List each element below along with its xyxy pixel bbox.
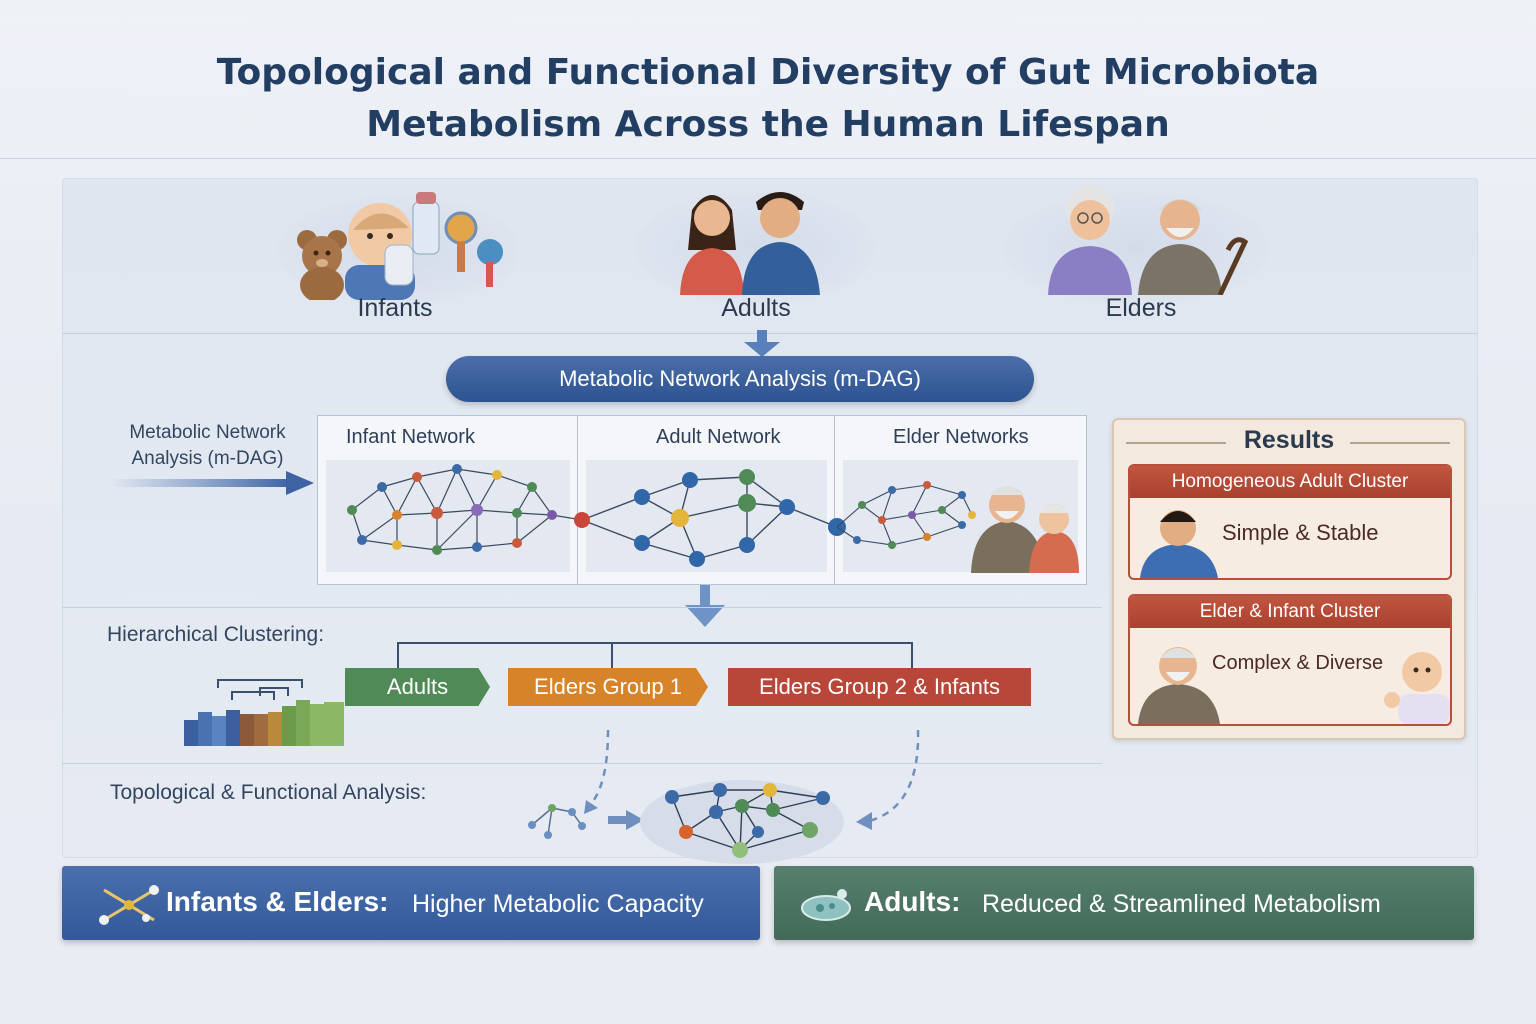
elder-couple-icon (971, 486, 1079, 573)
conclusion-right-bold: Adults: (864, 886, 961, 917)
group-label-elders: Elders (1105, 294, 1177, 322)
elder-network-title: Elder Networks (893, 426, 1029, 448)
bar-cluster-icon (184, 700, 344, 746)
results-title: Results (1243, 426, 1335, 454)
row-divider-1 (62, 333, 1478, 334)
cluster2-header: Elder & Infant Cluster (1130, 596, 1450, 628)
down-arrow-2-icon (685, 585, 725, 627)
cluster1-text: Simple & Stable (1222, 520, 1379, 545)
elder-network-nodes (853, 481, 976, 549)
network-link-icon (99, 885, 159, 925)
cluster-tag-adults: Adults (345, 668, 490, 706)
conclusion-left-bold: Infants & Elders: (166, 886, 389, 917)
cluster-tag-elders-group-1: Elders Group 1 (508, 668, 708, 706)
dendrogram (184, 642, 913, 746)
conclusion-left: Infants & Elders: Higher Metabolic Capac… (62, 866, 760, 940)
title-line-1: Topological and Functional Diversity of … (216, 52, 1320, 93)
title-divider (0, 158, 1536, 159)
analysis-pill: Metabolic Network Analysis (m-DAG) (446, 356, 1034, 402)
bottle-icon (412, 192, 440, 255)
teddy-bear-icon (297, 230, 347, 300)
title-line-2: Metabolism Across the Human Lifespan (366, 104, 1170, 145)
infant-network-title: Infant Network (346, 426, 475, 448)
cluster1-card: Homogeneous Adult Cluster Simple & Stabl… (1128, 464, 1452, 580)
cluster1-header: Homogeneous Adult Cluster (1130, 466, 1450, 498)
infant-network-edges (351, 468, 583, 551)
dendrogram-lines (217, 642, 913, 700)
cluster2-text: Complex & Diverse (1212, 652, 1384, 674)
conclusion-left-text: Higher Metabolic Capacity (412, 890, 704, 918)
dashed-arrows (589, 729, 920, 824)
elders-illustration (1048, 186, 1249, 295)
elder-network-edges (836, 484, 973, 546)
topological-label: Topological & Functional Analysis: (110, 781, 427, 804)
row-divider-2 (62, 607, 1102, 608)
results-rule-left (1126, 442, 1226, 444)
baby-icon-small (1384, 652, 1450, 724)
side-label: Metabolic Network Analysis (m-DAG) (100, 420, 315, 472)
man-icon (742, 192, 820, 295)
merged-network-icon (640, 780, 844, 864)
adult-network-edges (581, 476, 838, 560)
adult-network-nodes (574, 469, 846, 567)
infant-illustration (297, 192, 503, 300)
cluster-tag-elders-group-2: Elders Group 2 & Infants (728, 668, 1031, 706)
conclusion-right: Adults: Reduced & Streamlined Metabolism (774, 866, 1474, 940)
group-label-infants: Infants (357, 294, 433, 322)
capsule-icon (801, 889, 851, 921)
elder-man-icon (1138, 199, 1249, 295)
dashed-arrow-head-1 (584, 800, 598, 814)
row-divider-3 (62, 763, 1102, 764)
infant-network-bg (326, 460, 570, 572)
small-network-icon (528, 804, 586, 839)
dashed-arrow-head-2 (856, 812, 872, 830)
side-label-line-2: Analysis (m-DAG) (131, 448, 284, 469)
right-arrow-small-icon (608, 810, 644, 830)
network-graphics (347, 464, 1079, 573)
results-panel: Results Homogeneous Adult Cluster Simple… (1112, 418, 1466, 740)
cluster2-card: Elder & Infant Cluster Complex & Diverse (1128, 594, 1452, 726)
side-label-line-1: Metabolic Network (129, 422, 286, 443)
conclusion-right-text: Reduced & Streamlined Metabolism (982, 890, 1381, 918)
right-arrow-icon (110, 471, 314, 495)
elder-woman-icon (1048, 186, 1132, 295)
clustering-label: Hierarchical Clustering: (107, 623, 325, 646)
adults-illustration (680, 192, 820, 295)
rattle-icon (444, 211, 503, 287)
topological-graphics (528, 729, 920, 864)
elder-man-icon-small (1138, 647, 1220, 724)
infant-network-box: Infant Network (317, 415, 579, 585)
adult-network-title: Adult Network (656, 426, 781, 448)
woman-icon (680, 195, 744, 295)
down-arrow-icon (744, 330, 780, 357)
baby-icon (345, 203, 415, 300)
infant-network-nodes (347, 464, 557, 555)
adult-man-icon (1140, 510, 1218, 578)
results-rule-right (1350, 442, 1450, 444)
group-label-adults: Adults (721, 294, 791, 322)
